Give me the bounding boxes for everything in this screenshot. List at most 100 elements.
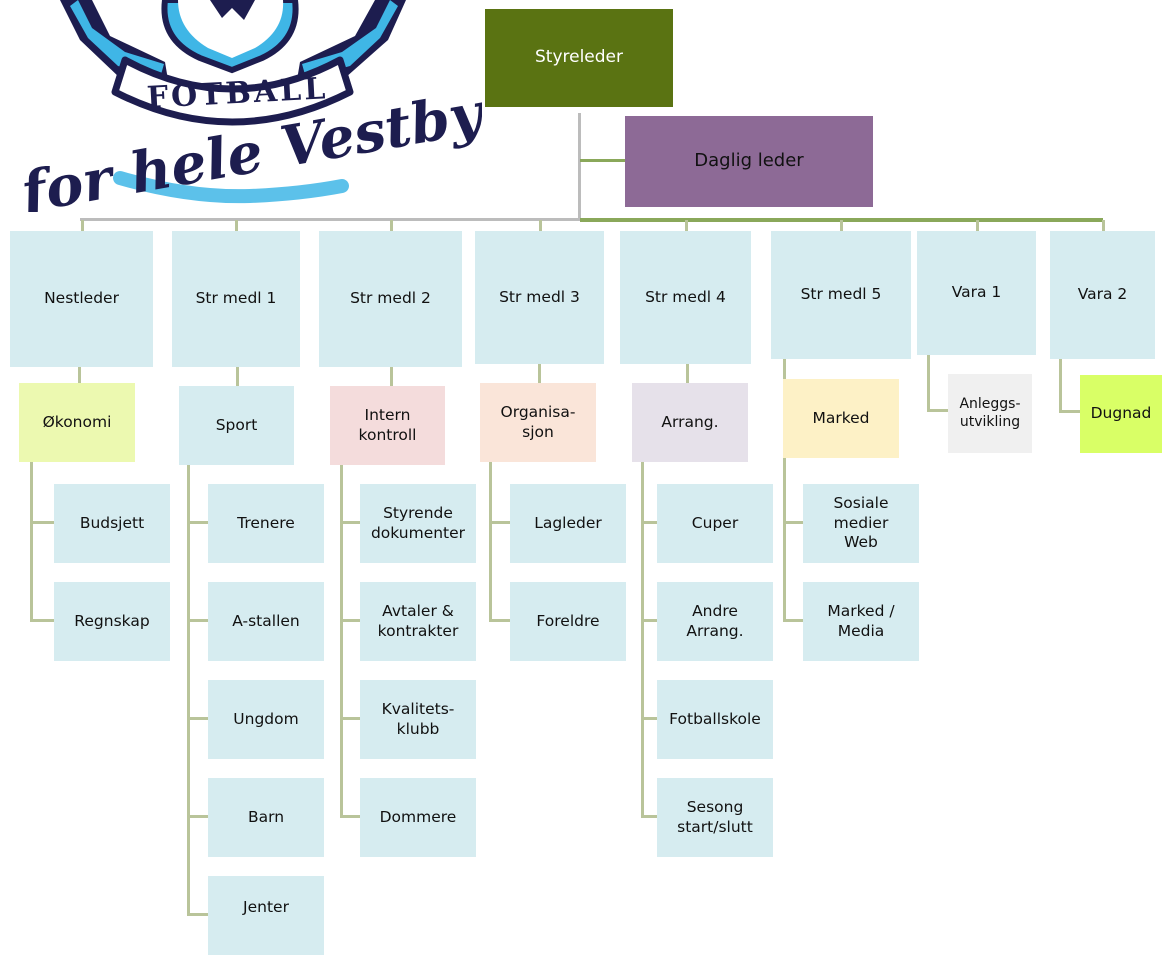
task-bus <box>783 458 786 621</box>
area-connector-side <box>1059 410 1080 413</box>
member-connector <box>235 220 238 231</box>
area-label: Arrang. <box>661 412 719 431</box>
area-connector-down <box>927 355 930 411</box>
task-box: Barn <box>208 778 324 857</box>
task-box: Regnskap <box>54 582 170 661</box>
member-title: Vara 2 <box>1077 285 1128 304</box>
task-connector <box>489 619 510 622</box>
member-connector <box>1102 220 1105 231</box>
task-box: Styrende dokumenter <box>360 484 476 563</box>
task-box: Foreldre <box>510 582 626 661</box>
task-label: Sosiale medier Web <box>833 494 889 552</box>
task-label: Dommere <box>379 807 457 826</box>
task-label: Avtaler & kontrakter <box>377 602 459 640</box>
task-bus <box>489 462 492 621</box>
task-bus <box>187 465 190 914</box>
member-title: Str medl 4 <box>645 287 726 306</box>
task-connector <box>187 717 208 720</box>
task-label: Kvalitets- klubb <box>381 700 455 738</box>
member-connector <box>81 220 84 231</box>
task-label: Andre Arrang. <box>686 602 744 640</box>
area-connector <box>78 367 81 383</box>
task-box: Fotballskole <box>657 680 773 759</box>
task-connector <box>641 521 657 524</box>
area-label: Sport <box>215 415 258 434</box>
task-label: Budsjett <box>79 513 145 532</box>
task-box: Dommere <box>360 778 476 857</box>
task-box: Cuper <box>657 484 773 563</box>
task-label: Styrende dokumenter <box>370 504 466 542</box>
area-label: Organisa- sjon <box>500 403 576 441</box>
area-box: Sport <box>179 386 294 465</box>
club-logo: FOTBALL for hele Vestby <box>12 0 482 212</box>
task-connector <box>187 815 208 818</box>
task-connector <box>187 619 208 622</box>
area-connector <box>390 367 393 386</box>
task-box: Trenere <box>208 484 324 563</box>
task-label: Jenter <box>243 898 289 916</box>
task-box: A-stallen <box>208 582 324 661</box>
task-connector <box>783 619 803 622</box>
task-box: Andre Arrang. <box>657 582 773 661</box>
task-label: Barn <box>247 807 285 826</box>
area-box: Arrang. <box>632 383 748 462</box>
task-box: Kvalitets- klubb <box>360 680 476 759</box>
member-box: Str medl 4 <box>620 231 751 364</box>
task-connector <box>340 521 360 524</box>
task-bus <box>30 462 33 621</box>
area-connector <box>783 359 786 379</box>
member-connector <box>840 220 843 231</box>
task-box: Ungdom <box>208 680 324 759</box>
area-box: Organisa- sjon <box>480 383 596 462</box>
member-title: Vara 1 <box>951 283 1002 302</box>
task-box: Lagleder <box>510 484 626 563</box>
manager-box: Daglig leder <box>625 116 873 207</box>
task-label: Cuper <box>691 513 739 532</box>
task-label: Trenere <box>237 513 295 532</box>
task-connector <box>187 913 208 916</box>
member-box: Nestleder <box>10 231 153 367</box>
member-connector <box>539 220 542 231</box>
member-box: Str medl 2 <box>319 231 462 367</box>
task-label: Sesong start/slutt <box>677 798 753 836</box>
task-box: Sosiale medier Web <box>803 484 919 563</box>
area-label: Marked <box>812 408 870 427</box>
task-connector <box>489 521 510 524</box>
member-title: Nestleder <box>44 289 119 308</box>
task-connector <box>30 521 54 524</box>
member-connector <box>685 220 688 231</box>
task-label: Ungdom <box>233 709 299 728</box>
task-connector <box>187 521 208 524</box>
area-label: Økonomi <box>42 412 112 431</box>
members-bus-left <box>80 218 580 221</box>
task-bus <box>340 465 343 817</box>
member-box: Str medl 3 <box>475 231 604 364</box>
task-label: A-stallen <box>232 611 300 630</box>
task-bus <box>641 462 644 817</box>
task-label: Regnskap <box>74 611 150 630</box>
member-title: Str medl 5 <box>800 285 882 304</box>
task-connector <box>340 815 360 818</box>
area-connector <box>538 364 541 383</box>
member-connector <box>390 220 393 231</box>
task-connector <box>641 717 657 720</box>
member-box: Str medl 5 <box>771 231 911 359</box>
member-box: Str medl 1 <box>172 231 300 367</box>
task-box: Avtaler & kontrakter <box>360 582 476 661</box>
member-title: Str medl 3 <box>499 287 580 306</box>
member-title: Str medl 2 <box>350 289 431 308</box>
area-box: Marked <box>783 379 899 458</box>
area-connector-side <box>927 409 948 412</box>
task-connector <box>641 619 657 622</box>
task-connector <box>340 717 360 720</box>
area-connector <box>686 364 689 383</box>
task-connector <box>783 521 803 524</box>
task-label: Lagleder <box>534 513 602 532</box>
task-connector <box>340 619 360 622</box>
task-box: Jenter <box>208 876 324 955</box>
area-connector <box>236 367 239 386</box>
member-connector <box>976 220 979 231</box>
task-box: Budsjett <box>54 484 170 563</box>
chair-box: Styreleder <box>485 9 673 107</box>
task-box: Marked / Media <box>803 582 919 661</box>
